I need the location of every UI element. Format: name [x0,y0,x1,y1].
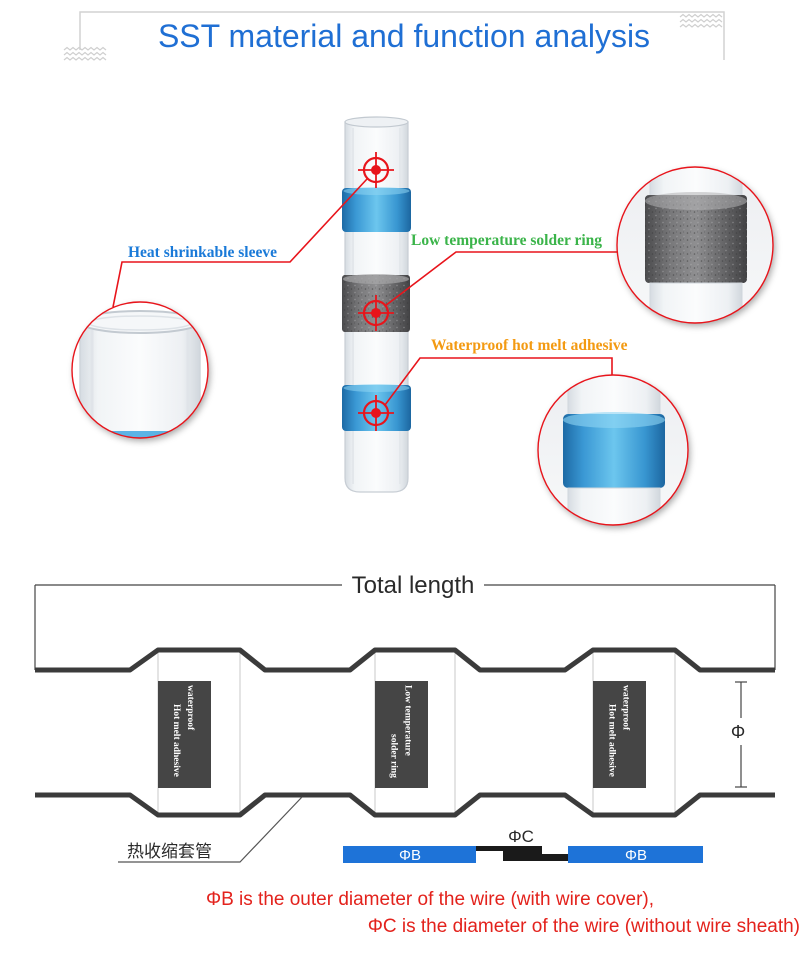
diameter-dimension: Φ [731,681,747,788]
target-dot [371,408,381,418]
title-banner: SST material and function analysis [63,11,725,61]
target-dot [371,165,381,175]
wire-cover-bar-left [343,846,476,863]
wire-core-lower [503,854,568,861]
wire-core-diameter-label: ΦC [508,827,534,846]
magnifier-border [616,166,774,324]
callout-solder-ring: Low temperature solder ring [384,232,618,307]
segment-block [158,681,211,788]
segment-block [375,681,428,788]
segment-label-line2: solder ring [389,734,399,778]
tube-outline-top [35,647,775,673]
magnifier-sleeve [71,301,209,439]
solder-ring [342,274,410,332]
magnified-adhesive-hint [112,431,168,438]
segment-label-line1: waterproof [185,685,195,731]
product-photo [342,116,411,493]
segment-label-line2: Hot melt adhesive [171,704,181,777]
note-core-diameter: ΦC is the diameter of the wire (without … [368,916,800,937]
magnified-tube [79,321,201,438]
callout-heat-shrink-sleeve: Heat shrinkable sleeve [112,178,368,308]
target-dot [371,308,381,318]
sleeve-cross-section: waterproof Hot melt adhesive Low tempera… [35,647,775,818]
crosshair-target-solder [358,295,394,331]
callout-label-adhesive: Waterproof hot melt adhesive [431,337,628,354]
magnified-solder-rim [645,192,747,210]
total-length-dimension: Total length [34,572,776,670]
magnifier-border [537,374,689,526]
magnifier-content [538,375,688,525]
adhesive-band-body [342,188,411,232]
segment-label-line2: Hot melt adhesive [607,704,617,777]
magnifier-border [71,301,209,439]
magnified-tube-lower [649,282,743,323]
note-outer-diameter: ΦB is the outer diameter of the wire (wi… [206,889,654,910]
magnified-solder-texture [645,195,747,283]
segment-label-line1: Low temperature [403,685,413,756]
diameter-label: Φ [731,722,745,742]
magnifier-content [79,310,201,438]
sleeve-chinese-label: 热收缩套管 [127,842,212,861]
segment-adhesive-left: waterproof Hot melt adhesive [158,681,211,788]
solder-ring-rim [343,274,409,284]
segment-label-line1: waterproof [621,685,631,731]
wave-decor-left [63,46,107,61]
page-title: SST material and function analysis [158,18,650,54]
magnifier-content [617,167,773,323]
crosshair-target-sleeve [358,152,394,188]
magnified-tube-upper [567,375,661,419]
segment-solder-ring: Low temperature solder ring [375,681,428,788]
magnifier-adhesive [537,374,689,526]
callout-leader-line [384,251,618,307]
segment-adhesive-right: waterproof Hot melt adhesive [593,681,646,788]
callout-leader-line [112,178,368,308]
frame-line [79,11,725,60]
crosshair-target-adhesive [358,395,394,431]
sleeve-label-callout: 热收缩套管 [118,796,303,863]
sleeve-leader-line [118,796,303,863]
wire-diagram: ΦB ΦB ΦC [343,827,703,864]
tube-outline-bottom [35,792,775,818]
total-length-label: Total length [352,572,475,599]
adhesive-band-rim [343,384,410,392]
wire-cover-bar-right [568,846,703,863]
callout-leader-line [384,357,613,406]
wire-outer-diameter-label: ΦB [399,847,421,864]
callout-hot-melt-adhesive: Waterproof hot melt adhesive [384,337,628,406]
callout-label-solder: Low temperature solder ring [411,232,602,249]
wire-outer-diameter-label: ΦB [625,847,647,864]
adhesive-band-rim [343,187,410,195]
callout-label-sleeve: Heat shrinkable sleeve [128,244,277,261]
wave-decor-right [679,13,723,28]
adhesive-band-top [342,187,411,232]
tube-opening [344,116,409,128]
diameter-notes: ΦB is the outer diameter of the wire (wi… [206,889,800,937]
magnifier-solder-ring [616,166,774,324]
segment-block [593,681,646,788]
magnified-adhesive-band [563,414,665,488]
magnified-adhesive-rim [563,412,665,428]
magnified-tube-lower [567,487,661,525]
